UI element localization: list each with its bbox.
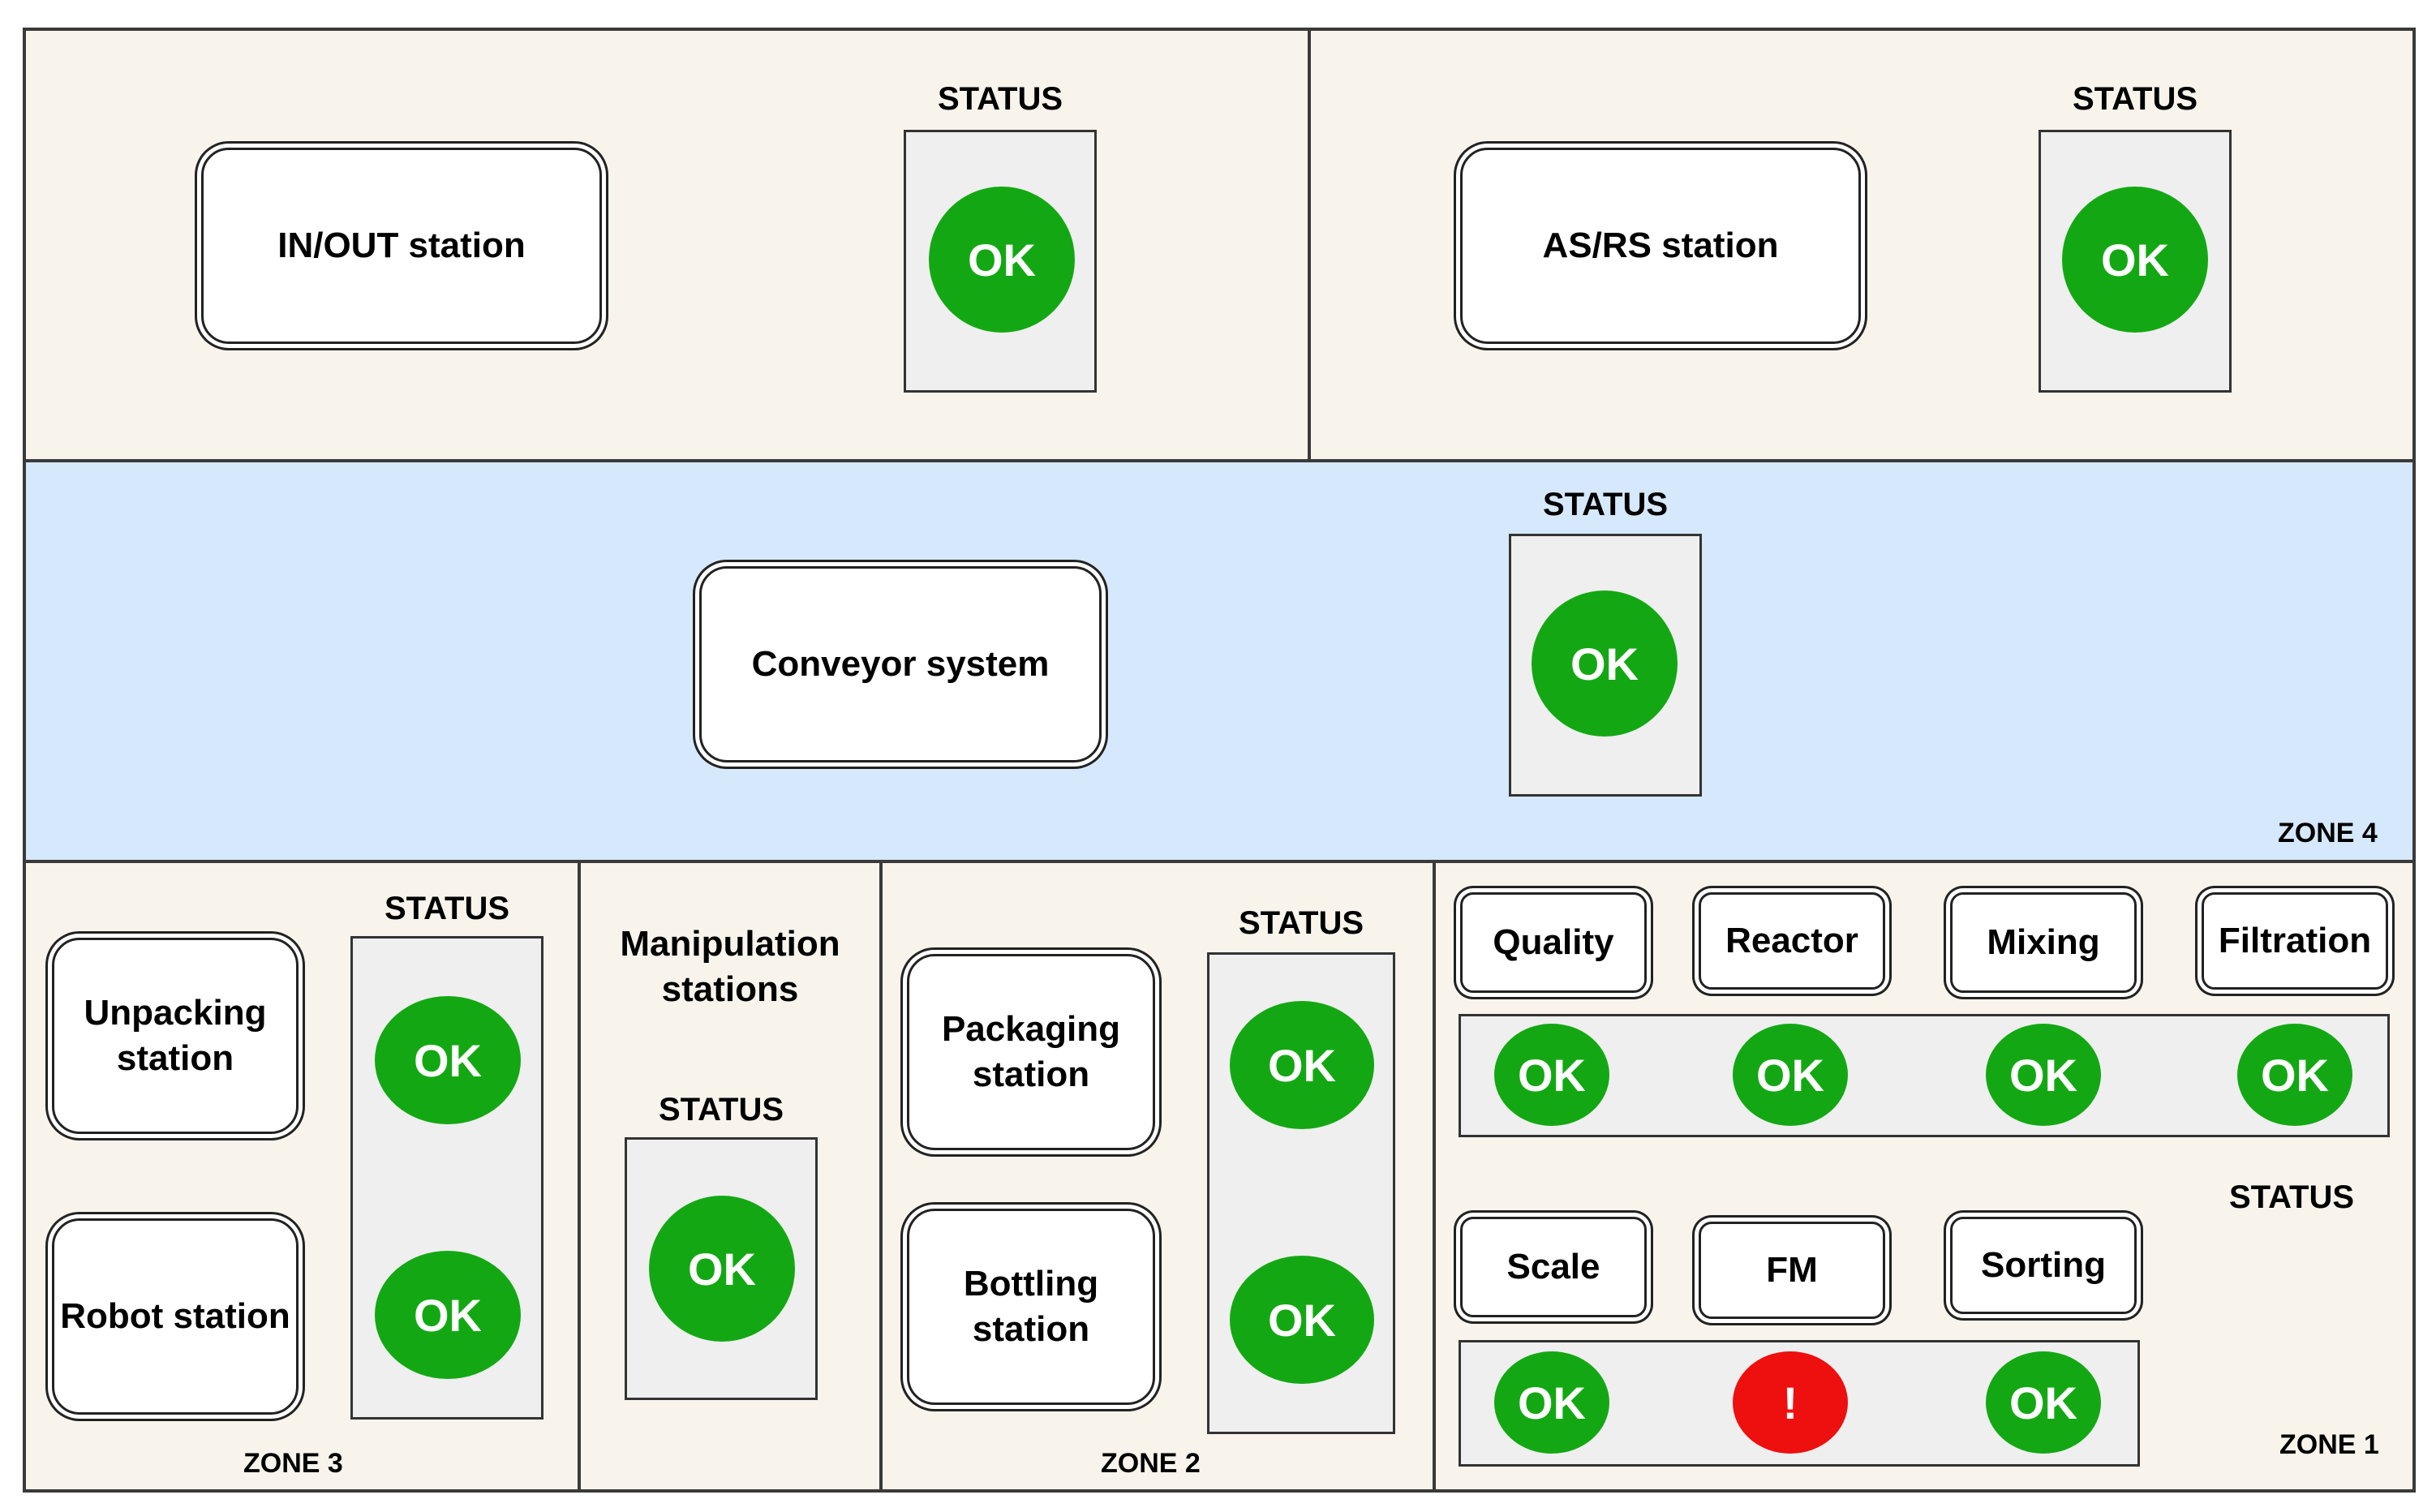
mixing-status-indicator[interactable]: OK	[1986, 1024, 2101, 1126]
packaging-status-indicator[interactable]: OK	[1230, 1001, 1374, 1129]
sorting-status-indicator[interactable]: OK	[1986, 1351, 2101, 1454]
fm-alarm-indicator[interactable]: !	[1733, 1351, 1848, 1454]
manipulation-status-indicator[interactable]: OK	[649, 1196, 795, 1342]
conveyor-status-indicator[interactable]: OK	[1532, 591, 1678, 737]
quality-status-indicator[interactable]: OK	[1494, 1024, 1609, 1126]
filtration-status-indicator[interactable]: OK	[2237, 1024, 2352, 1126]
bottling-status-indicator[interactable]: OK	[1230, 1256, 1374, 1384]
zone1-label: ZONE 1	[2279, 1429, 2379, 1460]
reactor-button[interactable]: Reactor	[1699, 892, 1885, 990]
zone4-label: ZONE 4	[2278, 818, 2378, 848]
zone2-status-label: STATUS	[1238, 905, 1364, 941]
zone2-label: ZONE 2	[1101, 1448, 1201, 1479]
asrs-status-indicator[interactable]: OK	[2062, 187, 2208, 333]
robot-status-indicator[interactable]: OK	[375, 1251, 521, 1379]
asrs-station-button[interactable]: AS/RS station	[1460, 148, 1861, 344]
reactor-status-indicator[interactable]: OK	[1733, 1024, 1848, 1126]
asrs-status-label: STATUS	[2072, 81, 2198, 117]
robot-station-button[interactable]: Robot station	[52, 1218, 299, 1415]
unpacking-status-indicator[interactable]: OK	[375, 996, 521, 1124]
scale-button[interactable]: Scale	[1460, 1217, 1647, 1317]
quality-button[interactable]: Quality	[1460, 892, 1647, 993]
zone3-label: ZONE 3	[243, 1448, 343, 1479]
bottling-station-button[interactable]: Bottling station	[907, 1209, 1155, 1405]
manipulation-status-label: STATUS	[658, 1092, 784, 1128]
conveyor-status-label: STATUS	[1542, 487, 1669, 522]
in-out-station-button[interactable]: IN/OUT station	[201, 148, 602, 344]
packaging-station-button[interactable]: Packaging station	[907, 954, 1155, 1150]
scale-status-indicator[interactable]: OK	[1494, 1351, 1609, 1454]
sorting-button[interactable]: Sorting	[1950, 1217, 2137, 1314]
in-out-status-indicator[interactable]: OK	[929, 187, 1075, 333]
zone3-status-label: STATUS	[384, 891, 510, 926]
zone1-row1-status-panel	[1459, 1014, 2390, 1137]
mixing-button[interactable]: Mixing	[1950, 892, 2137, 993]
zone4-region	[23, 459, 2416, 863]
conveyor-system-button[interactable]: Conveyor system	[699, 566, 1102, 762]
manipulation-title: Manipulation stations	[620, 924, 840, 1009]
in-out-status-label: STATUS	[937, 81, 1063, 117]
unpacking-station-button[interactable]: Unpacking station	[52, 938, 299, 1134]
filtration-button[interactable]: Filtration	[2202, 892, 2388, 990]
zone1-status-label: STATUS	[2228, 1179, 2355, 1215]
fm-button[interactable]: FM	[1699, 1222, 1885, 1319]
